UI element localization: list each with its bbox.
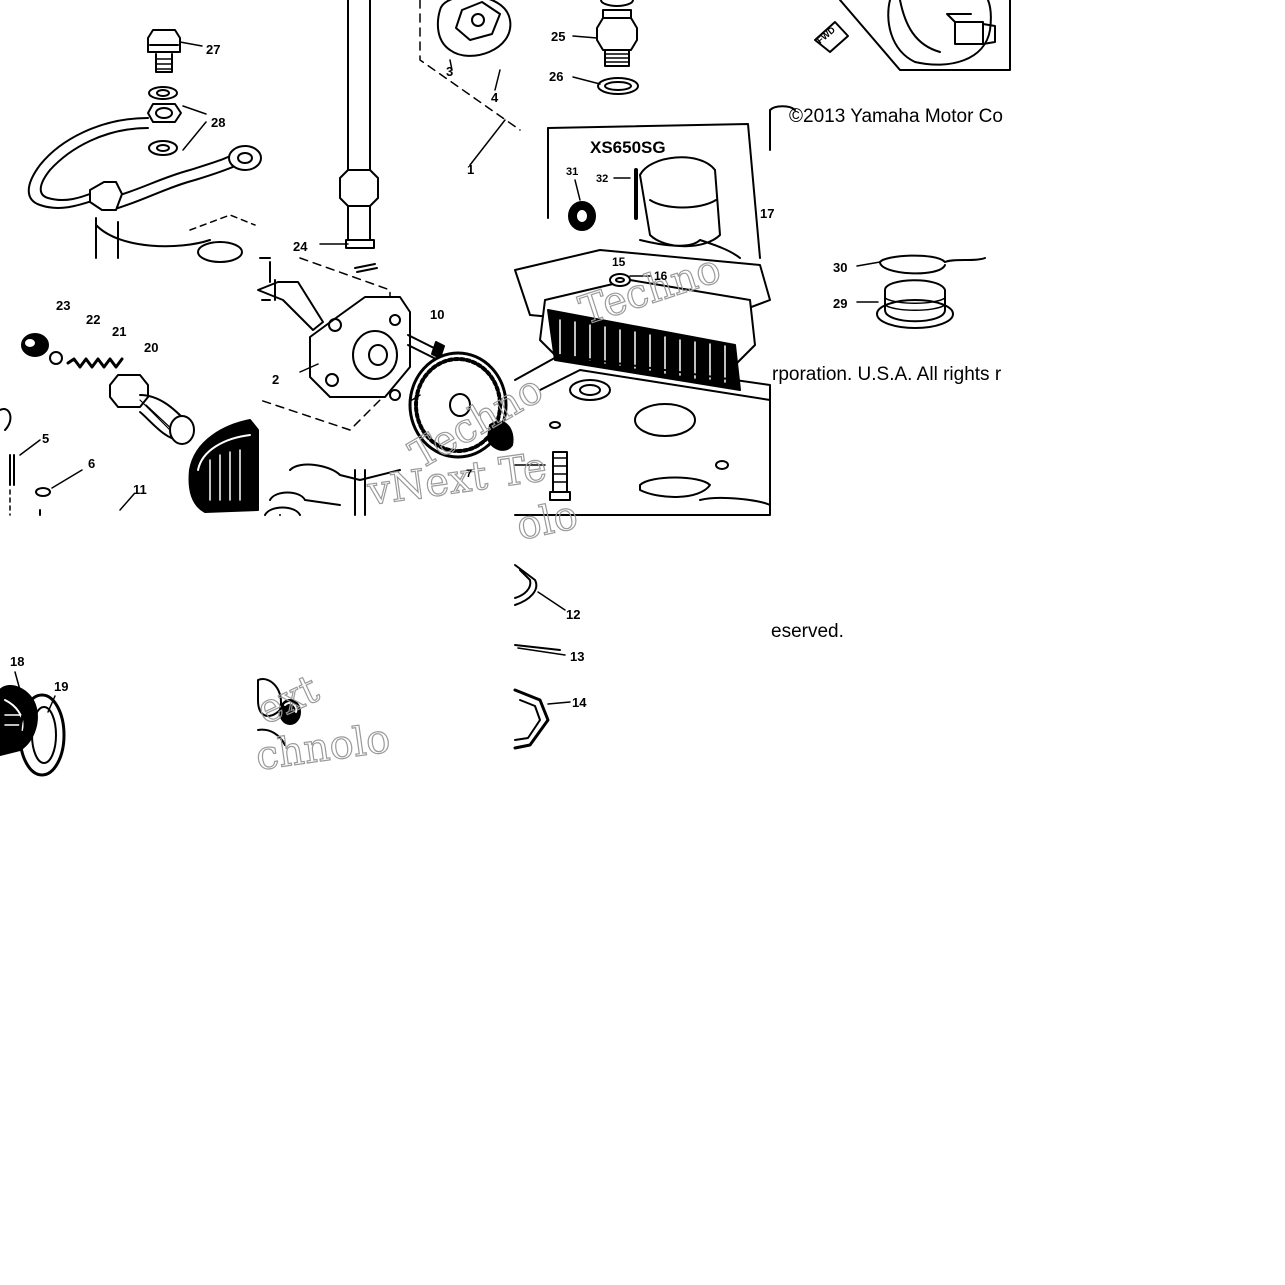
copyright-line-2: rporation. U.S.A. All rights r xyxy=(772,364,1002,385)
callout-labels: 27 28 3 4 1 24 25 26 31 32 17 15 16 30 2… xyxy=(10,29,847,710)
oil-filter-cover-assembly xyxy=(0,671,66,777)
callout-26: 26 xyxy=(549,69,563,84)
callout-23: 23 xyxy=(56,298,70,313)
crankcase-gaskets xyxy=(513,564,571,750)
copyright-line-1: ©2013 Yamaha Motor Co xyxy=(789,106,1003,127)
callout-28: 28 xyxy=(211,115,225,130)
svg-text:olo: olo xyxy=(513,492,582,550)
callout-4: 4 xyxy=(491,90,499,105)
callout-10: 10 xyxy=(430,307,444,322)
callout-1: 1 xyxy=(467,162,474,177)
callout-29: 29 xyxy=(833,296,847,311)
callout-18: 18 xyxy=(10,654,24,669)
callout-11: 11 xyxy=(133,482,147,497)
oil-strainer-assembly xyxy=(514,249,771,516)
oil-pump-body-and-gear xyxy=(257,257,514,516)
oil-delivery-pipe-assembly xyxy=(27,29,262,263)
callout-17: 17 xyxy=(760,206,774,221)
callout-24: 24 xyxy=(293,239,308,254)
callout-15: 15 xyxy=(612,255,626,269)
callout-25: 25 xyxy=(551,29,565,44)
callout-5: 5 xyxy=(42,431,49,446)
callout-21: 21 xyxy=(112,324,126,339)
callout-14: 14 xyxy=(572,695,587,710)
callout-3: 3 xyxy=(446,64,453,79)
callout-19: 19 xyxy=(54,679,68,694)
callout-6: 6 xyxy=(88,456,95,471)
callout-12: 12 xyxy=(566,607,580,622)
oil-filter-top-view xyxy=(769,0,1011,151)
oil-pump-drive-assembly xyxy=(319,0,521,273)
drain-plug-assembly xyxy=(856,254,986,329)
callout-20: 20 xyxy=(144,340,158,355)
relief-valve-assembly xyxy=(0,333,259,516)
callout-16: 16 xyxy=(654,269,668,283)
callout-7: 7 xyxy=(466,468,472,480)
oil-fitting-and-piston-inset xyxy=(547,0,761,259)
lower-bolt-fragment xyxy=(257,678,301,746)
callout-31: 31 xyxy=(566,166,578,178)
callout-2: 2 xyxy=(272,372,279,387)
callout-27: 27 xyxy=(206,42,220,57)
model-label: XS650SG xyxy=(590,138,666,157)
callout-22: 22 xyxy=(86,312,100,327)
copyright-line-3: eserved. xyxy=(771,621,844,642)
callout-13: 13 xyxy=(570,649,584,664)
callout-32: 32 xyxy=(596,173,608,185)
callout-30: 30 xyxy=(833,260,847,275)
svg-text:ext: ext xyxy=(250,666,326,734)
